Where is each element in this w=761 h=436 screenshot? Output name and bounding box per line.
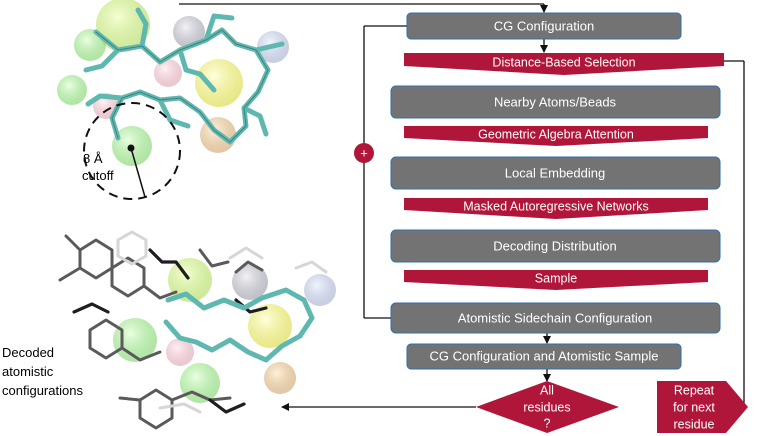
cg-bead-green-2 xyxy=(57,75,87,105)
cg-atomistic-sample-box xyxy=(406,343,682,370)
cutoff-label-line1: 8 Å xyxy=(83,151,103,166)
sample-funnel xyxy=(404,270,708,290)
cg-bead-pink-1 xyxy=(154,59,182,87)
decision-label-line2: residues xyxy=(523,400,570,414)
atomistic-sidechain-configuration-box xyxy=(390,302,721,334)
distance-based-selection-label: Distance-Based Selection xyxy=(492,55,635,69)
atom-bead-blue xyxy=(304,274,336,306)
loop-plus-node xyxy=(354,143,374,163)
atom-bead-yellow xyxy=(248,304,292,348)
repeat-label-line1: Repeat xyxy=(674,383,715,397)
cg-molecule-illustration: 8 Å cutoff xyxy=(57,0,289,200)
atom-bead-lime xyxy=(168,258,212,302)
cg-bead-lime xyxy=(96,0,150,52)
local-embedding-box xyxy=(390,156,721,190)
repeat-label-line2: for next xyxy=(673,400,715,414)
cutoff-circle xyxy=(83,102,181,200)
nearby-atoms-beads-label: Nearby Atoms/Beads xyxy=(494,94,617,109)
decoding-distribution-box xyxy=(390,229,721,263)
cg-atomistic-sample-label: CG Configuration and Atomistic Sample xyxy=(429,348,658,363)
cg-bead-yellow xyxy=(195,59,243,107)
nearby-atoms-beads-box xyxy=(390,85,721,119)
sample-label: Sample xyxy=(535,271,577,285)
masked-autoregressive-networks-funnel xyxy=(404,198,708,219)
atomistic-sidechain-configuration-label: Atomistic Sidechain Configuration xyxy=(458,310,652,325)
flowchart: CG Configuration Distance-Based Selectio… xyxy=(354,12,748,433)
decoded-caption-line3: configurations xyxy=(2,383,83,398)
cg-bead-grey xyxy=(173,16,205,48)
repeat-next-residue-arrow xyxy=(657,381,748,433)
atomistic-sidechains xyxy=(58,230,328,430)
cutoff-radius-line xyxy=(130,147,146,198)
decoding-distribution-label: Decoding Distribution xyxy=(493,238,617,253)
cg-configuration-box xyxy=(406,12,682,40)
cutoff-label-line2: cutoff xyxy=(82,168,114,183)
cg-bead-green-1 xyxy=(74,29,106,61)
decision-label-line1: All xyxy=(540,383,554,397)
loop-plus-symbol: + xyxy=(360,145,368,160)
decoded-caption-line1: Decoded xyxy=(2,345,54,360)
cg-configuration-label: CG Configuration xyxy=(494,18,594,33)
atom-bead-orange xyxy=(264,362,296,394)
repeat-label-line3: residue xyxy=(674,417,715,431)
atom-bead-pink xyxy=(166,338,194,366)
decoded-caption-line2: atomistic xyxy=(2,364,54,379)
masked-autoregressive-networks-label: Masked Autoregressive Networks xyxy=(463,199,649,213)
local-embedding-label: Local Embedding xyxy=(505,165,605,180)
atomistic-molecule-illustration: Decoded atomistic configurations xyxy=(2,230,336,430)
atom-bead-grey xyxy=(232,264,268,300)
distance-based-selection-funnel xyxy=(404,53,724,75)
decision-label-line3: ? xyxy=(544,416,551,430)
geometric-algebra-attention-label: Geometric Algebra Attention xyxy=(478,127,634,141)
all-residues-decision xyxy=(476,381,619,433)
geometric-algebra-attention-funnel xyxy=(404,126,708,146)
